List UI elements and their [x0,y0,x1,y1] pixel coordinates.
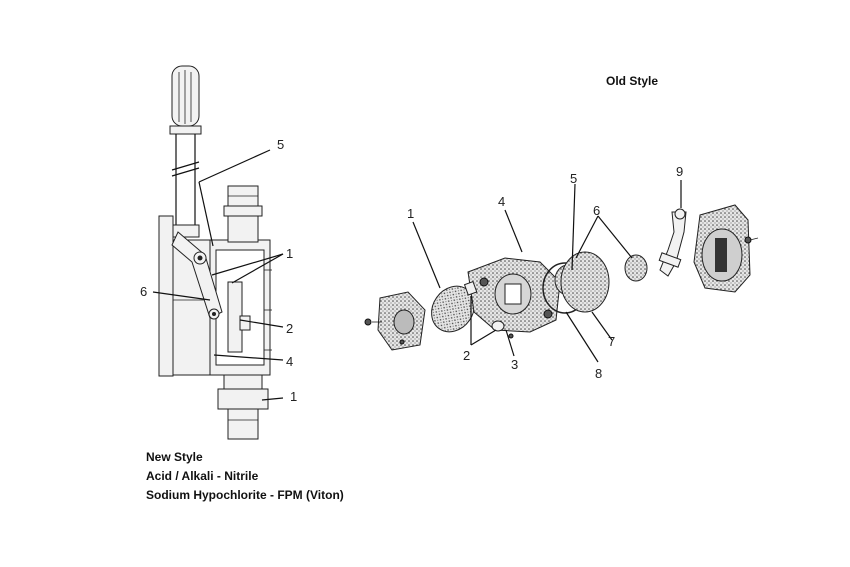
old-lever-arm [658,208,687,277]
new-style-pump-drawing [152,65,284,440]
new-style-line-viton: Sodium Hypochlorite - FPM (Viton) [146,488,344,502]
new-callout-1-top: 1 [286,246,293,261]
pump-handle-grip [169,65,202,135]
old-style-exploded-drawing [364,180,759,363]
old-callout-4: 4 [498,194,505,209]
old-screw [508,333,514,339]
new-style-line-nitrile: Acid / Alkali - Nitrile [146,469,259,483]
old-callout-8: 8 [595,366,602,381]
new-callout-2: 2 [286,321,293,336]
old-callout-5: 5 [570,171,577,186]
old-housing [693,204,759,293]
old-callout-9: 9 [676,164,683,179]
pump-lever-linkage [171,231,223,320]
pump-handle-shaft [171,134,200,238]
new-callout-6: 6 [140,284,147,299]
old-callout-6: 6 [593,203,600,218]
old-valve-upper [463,280,478,296]
new-callout-4: 4 [286,354,293,369]
old-pump-body [467,257,561,333]
new-callout-1-bottom: 1 [290,389,297,404]
old-callout-7: 7 [608,334,615,349]
old-valve-lower [491,320,505,332]
old-callout-2: 2 [463,348,470,363]
new-style-title: New Style [146,450,203,464]
pump-top-port [223,185,263,243]
old-style-leader-lines [412,180,682,363]
pump-valve-seat [227,281,251,353]
pump-bottom-port [217,374,269,440]
old-callout-3: 3 [511,357,518,372]
new-callout-5: 5 [277,137,284,152]
old-style-title: Old Style [606,74,659,88]
old-end-cover [364,291,426,351]
new-style-leader-lines [152,149,284,401]
old-flapper-valve [624,254,648,282]
old-cover-plate [560,251,610,313]
old-callout-1: 1 [407,206,414,221]
